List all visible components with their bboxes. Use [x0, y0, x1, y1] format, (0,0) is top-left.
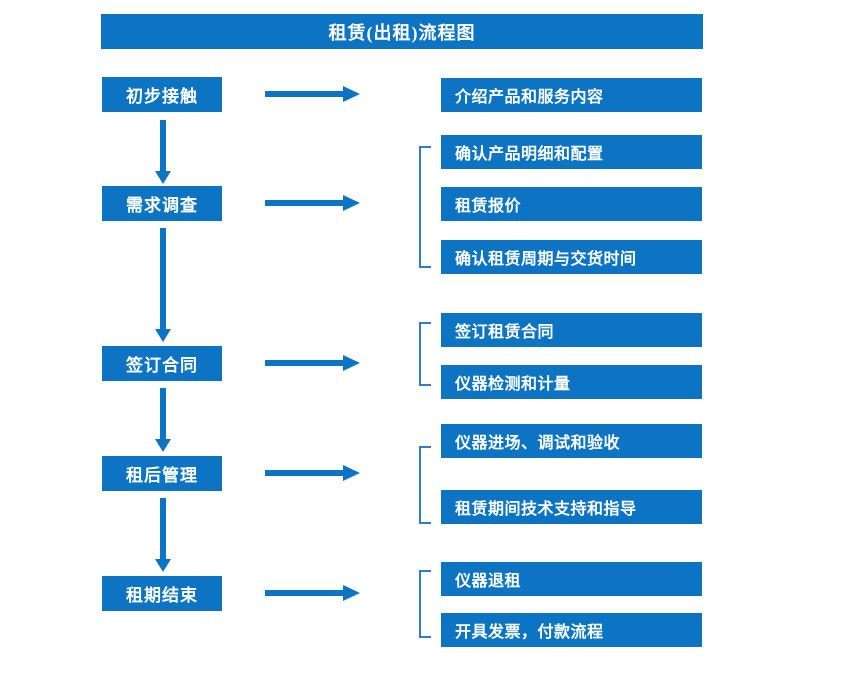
stage-box-lease-end[interactable]: 租期结束 — [102, 576, 222, 611]
task-box-confirm-lease-period[interactable]: 确认租赁周期与交货时间 — [441, 240, 702, 274]
stage-box-initial-contact[interactable]: 初步接触 — [102, 77, 222, 112]
down-arrow-icon-2 — [155, 228, 171, 343]
task-box-invoice-payment[interactable]: 开具发票，付款流程 — [441, 613, 702, 647]
right-arrow-icon-5 — [265, 585, 360, 601]
right-arrow-icon-2 — [265, 195, 360, 211]
stage-box-sign-contract[interactable]: 签订合同 — [102, 346, 222, 381]
task-box-instrument-inspection[interactable]: 仪器检测和计量 — [441, 365, 702, 399]
task-box-instrument-installation[interactable]: 仪器进场、调试和验收 — [441, 424, 702, 458]
stage-box-post-rental-management[interactable]: 租后管理 — [102, 456, 222, 491]
down-arrow-icon-3 — [155, 388, 171, 453]
group-bracket-sign-contract — [419, 322, 431, 386]
stage-box-needs-survey[interactable]: 需求调查 — [102, 186, 222, 221]
diagram-title: 租赁(出租)流程图 — [101, 14, 703, 49]
down-arrow-icon-1 — [155, 120, 171, 184]
right-arrow-icon-4 — [265, 465, 360, 481]
down-arrow-icon-4 — [155, 498, 171, 573]
task-box-instrument-return[interactable]: 仪器退租 — [441, 562, 702, 596]
group-bracket-lease-end — [419, 570, 431, 638]
task-box-introduce-products[interactable]: 介绍产品和服务内容 — [441, 78, 702, 112]
task-box-rental-quotation[interactable]: 租赁报价 — [441, 187, 702, 221]
right-arrow-icon-1 — [265, 86, 360, 102]
task-box-confirm-product-details[interactable]: 确认产品明细和配置 — [441, 135, 702, 169]
right-arrow-icon-3 — [265, 355, 360, 371]
task-box-technical-support[interactable]: 租赁期间技术支持和指导 — [441, 490, 702, 524]
group-bracket-post-rental-management — [419, 446, 431, 524]
task-box-sign-lease-contract[interactable]: 签订租赁合同 — [441, 313, 702, 347]
group-bracket-needs-survey — [419, 146, 431, 268]
